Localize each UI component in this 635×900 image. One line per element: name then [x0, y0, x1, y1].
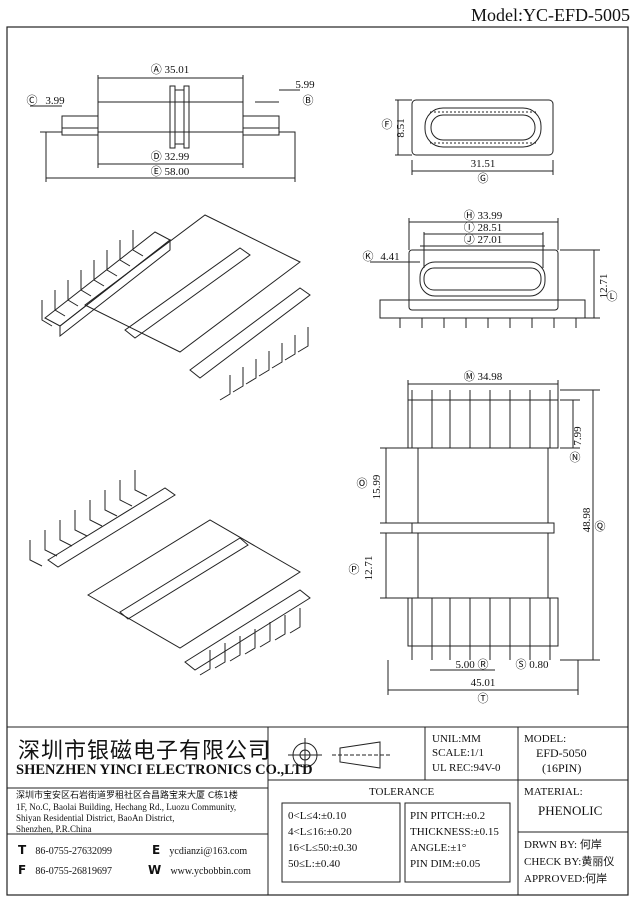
address-line: Shiyan Residential District, BaoAn Distr…	[16, 813, 175, 823]
tolerance-left: 0<L≤4:±0.10 4<L≤16:±0.20 16<L≤50:±0.30 5…	[288, 808, 357, 872]
dim-h: Ⓗ 33.99	[464, 209, 503, 222]
address-line: Shenzhen, P.R.China	[16, 824, 92, 834]
dim-b-mark: Ⓑ	[303, 94, 314, 107]
fax-icon: F	[18, 863, 27, 877]
tolerance-title: TOLERANCE	[369, 786, 435, 798]
tolerance-row: 4<L≤16:±0.20	[288, 826, 352, 838]
model-value: EFD-5050	[536, 746, 587, 760]
dim-g-mark: Ⓖ	[478, 172, 489, 185]
sheet-border	[6, 26, 629, 896]
dim-l-mark: Ⓛ	[607, 290, 618, 303]
contact-fax: F 86-0755-26819697	[18, 863, 112, 877]
end-view-top	[395, 99, 554, 175]
top-view	[380, 380, 600, 695]
tolerance-row: 50≤L:±0.40	[288, 858, 341, 870]
tolerance-row: 16<L≤50:±0.30	[288, 842, 358, 854]
tolerance-row: PIN PITCH:±0.2	[410, 810, 486, 822]
dim-k-mark: Ⓚ	[363, 250, 374, 263]
dim-n: 7.99	[572, 426, 584, 446]
dim-l: 12.71	[598, 274, 610, 299]
material-title: MATERIAL:	[524, 786, 583, 798]
dim-b: 5.99	[295, 79, 315, 91]
dim-k: 4.41	[380, 251, 399, 263]
fax-number: 86-0755-26819697	[35, 866, 113, 877]
tolerance-row: 0<L≤4:±0.10	[288, 810, 347, 822]
tolerance-row: THICKNESS:±0.15	[410, 826, 499, 838]
contact-phone: T 86-0755-27632099	[18, 843, 112, 857]
scale-label: SCALE:1/1	[432, 747, 484, 759]
dim-q-mark: Ⓠ	[595, 520, 606, 533]
tolerance-right: PIN PITCH:±0.2 THICKNESS:±0.15 ANGLE:±1°…	[410, 808, 499, 872]
email-icon: E	[152, 843, 161, 857]
model-label: Model:YC-EFD-5005	[471, 5, 630, 25]
dim-f-mark: Ⓕ	[382, 118, 393, 131]
unit-label: UNIL:MM	[432, 733, 481, 745]
dim-f: 8.51	[395, 118, 407, 137]
iso-view-2	[29, 470, 311, 676]
model-title: MODEL:	[524, 733, 567, 745]
phone-icon: T	[18, 843, 27, 857]
phone-number: 86-0755-27632099	[35, 846, 113, 857]
company-name-cn: 深圳市银磁电子有限公司	[18, 739, 272, 764]
pin-count: (16PIN)	[542, 761, 582, 775]
end-view-pins	[370, 218, 600, 328]
address-line: 1F, No.C, Baolai Building, Hechang Rd., …	[16, 802, 237, 812]
dim-a: Ⓐ 35.01	[151, 63, 190, 76]
company-name-en: SHENZHEN YINCI ELECTRONICS CO.,LTD	[16, 762, 313, 778]
dim-j: Ⓙ 27.01	[464, 233, 503, 246]
title-block-frame	[7, 726, 628, 895]
dim-c-mark: Ⓒ	[27, 94, 38, 107]
dim-d: Ⓓ 32.99	[151, 150, 190, 163]
email-address: ycdianzi@163.com	[169, 846, 248, 857]
dim-c: 3.99	[45, 95, 65, 107]
dim-q: 48.98	[581, 507, 593, 532]
dim-n-mark: Ⓝ	[570, 451, 581, 464]
dim-p-mark: Ⓟ	[349, 563, 360, 576]
dim-r: 5.00 Ⓡ	[456, 658, 489, 671]
dim-o-mark: Ⓞ	[357, 477, 368, 490]
contact-email: E ycdianzi@163.com	[152, 843, 247, 857]
dim-t-mark: Ⓣ	[478, 692, 489, 705]
iso-view-1	[41, 214, 311, 401]
dim-i: Ⓘ 28.51	[464, 221, 503, 234]
tolerance-row: PIN DIM:±0.05	[410, 858, 481, 870]
dim-e: Ⓔ 58.00	[151, 165, 190, 178]
contact-web: W www.ycbobbin.com	[148, 863, 251, 877]
material-value: PHENOLIC	[538, 803, 603, 818]
dim-t: 45.01	[471, 677, 496, 689]
drawn-by: DRWN BY: 何岸	[524, 839, 602, 851]
ul-label: UL REC:94V-0	[432, 762, 501, 774]
address-line: 深圳市宝安区石岩街道罗租社区合昌路宝来大厦 C栋1楼	[16, 791, 238, 801]
dim-g: 31.51	[471, 158, 496, 170]
web-icon: W	[148, 863, 162, 877]
dim-s: Ⓢ 0.80	[516, 658, 549, 671]
side-view	[30, 75, 300, 182]
approved-by: APPROVED:何岸	[524, 873, 608, 885]
dim-o: 15.99	[371, 474, 383, 499]
web-address: www.ycbobbin.com	[170, 866, 251, 877]
dim-m: Ⓜ 34.98	[464, 370, 503, 383]
dim-p: 12.71	[363, 556, 375, 581]
tolerance-row: ANGLE:±1°	[410, 842, 467, 854]
checked-by: CHECK BY:黄丽仪	[524, 856, 615, 868]
company-address: 深圳市宝安区石岩街道罗租社区合昌路宝来大厦 C栋1楼 1F, No.C, Bao…	[16, 791, 238, 835]
